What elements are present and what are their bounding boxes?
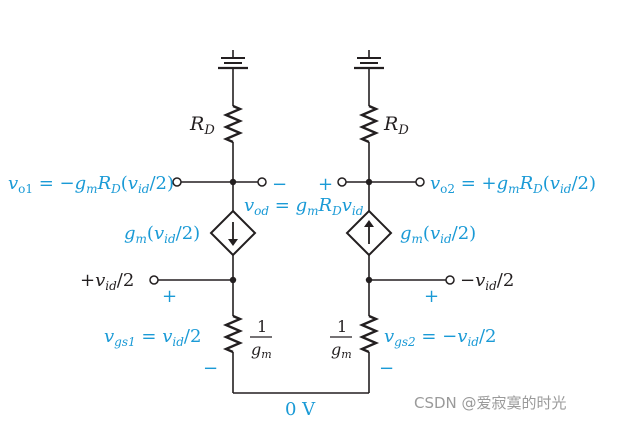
label-vgs2-plus-sign: + bbox=[424, 286, 439, 307]
terminal-vo2 bbox=[415, 177, 425, 187]
svg-text:1: 1 bbox=[257, 317, 267, 336]
label-gm-left: gm(vid/2) bbox=[124, 223, 200, 246]
label-vo1: vo1 = −gmRD(vid/2) bbox=[8, 173, 174, 196]
label-vo2: vo2 = +gmRD(vid/2) bbox=[430, 173, 596, 196]
label-rd-right: RD bbox=[383, 113, 409, 138]
label-vgs1-plus-sign: + bbox=[162, 286, 177, 307]
terminal-vin-pos bbox=[149, 275, 159, 285]
label-vgs1: vgs1 = vid/2 bbox=[104, 326, 201, 349]
svg-text:gm: gm bbox=[331, 340, 352, 361]
label-rd-left: RD bbox=[189, 113, 215, 138]
terminal-vod-minus bbox=[257, 177, 267, 187]
arrow-up-icon bbox=[364, 220, 374, 227]
watermark: CSDN @爱寂寞的时光 bbox=[414, 394, 567, 412]
resistor-inv-gm-right bbox=[358, 314, 380, 354]
label-inv-gm-left: 1 gm bbox=[250, 317, 272, 361]
ac-ground-symbol-right bbox=[354, 50, 384, 70]
label-vod: vod = gmRDvid bbox=[244, 195, 364, 218]
svg-text:gm: gm bbox=[251, 340, 272, 361]
terminal-vo1 bbox=[172, 177, 182, 187]
label-vin-neg: −vid/2 bbox=[460, 270, 514, 293]
label-vgs2-minus-sign: − bbox=[379, 358, 394, 379]
resistor-inv-gm-left bbox=[222, 314, 244, 354]
dependent-current-source-left bbox=[209, 209, 257, 257]
label-gm-right: gm(vid/2) bbox=[400, 223, 476, 246]
label-vgs2: vgs2 = −vid/2 bbox=[384, 326, 497, 349]
arrow-down-icon bbox=[228, 239, 238, 246]
ac-ground-symbol-left bbox=[218, 50, 248, 70]
label-inv-gm-right: 1 gm bbox=[330, 317, 352, 361]
resistor-rd-right bbox=[358, 104, 380, 144]
terminal-vin-neg bbox=[445, 275, 455, 285]
resistor-rd-left bbox=[222, 104, 244, 144]
svg-text:1: 1 bbox=[337, 317, 347, 336]
label-vod-minus-sign: − bbox=[272, 174, 287, 195]
terminal-vod-plus bbox=[337, 177, 347, 187]
label-vod-plus-sign: + bbox=[318, 174, 333, 195]
label-ground-node: 0 V bbox=[285, 399, 316, 420]
label-vgs1-minus-sign: − bbox=[203, 358, 218, 379]
label-vin-pos: +vid/2 bbox=[80, 270, 134, 293]
